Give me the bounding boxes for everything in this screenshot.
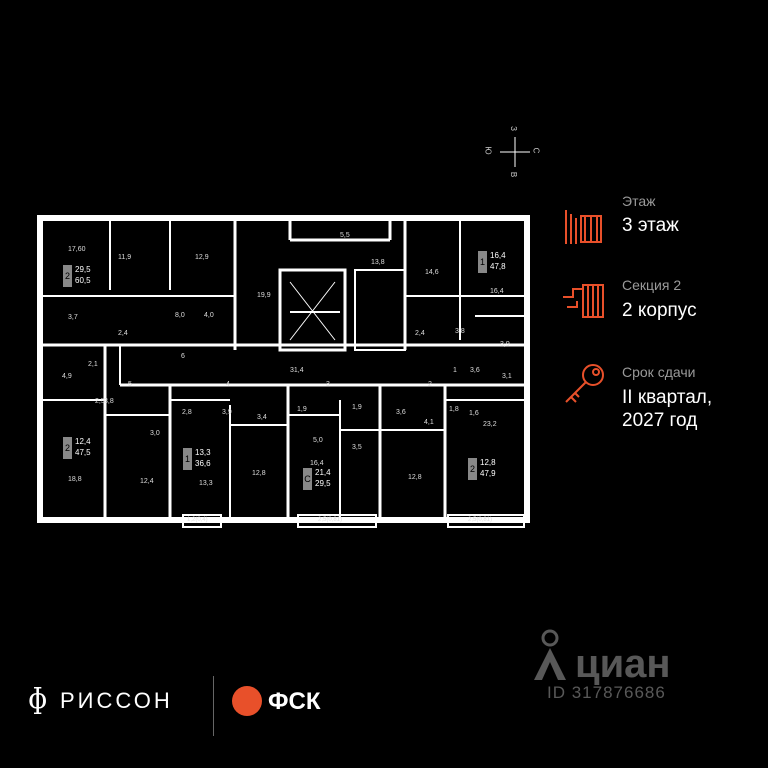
room-area-label: 13,3 <box>199 480 213 487</box>
floor-icon <box>565 210 602 244</box>
floor-label: Этаж <box>622 193 656 209</box>
compass-n: З <box>508 126 518 131</box>
logo-divider <box>213 676 214 736</box>
apartment-rooms: 2 <box>63 265 72 287</box>
room-area-label: 3,6 <box>396 409 406 416</box>
room-area-label: 13,8 <box>371 259 385 266</box>
apartment-total-area: 29,5 <box>315 479 331 488</box>
apartment-total-area: 60,5 <box>75 276 91 285</box>
room-area-label: 5,5 <box>340 232 350 239</box>
apartment-total-area: 47,5 <box>75 448 91 457</box>
compass-e: С <box>531 147 541 154</box>
deadline-label: Срок сдачи <box>622 364 696 380</box>
balcony-area-label: 2,5(0,81) <box>318 517 343 523</box>
riss-glyph-icon: ɸ <box>28 682 48 715</box>
room-area-label: 1,9 <box>352 404 362 411</box>
room-area-label: 12,8 <box>408 474 422 481</box>
section-icon <box>563 284 604 318</box>
room-area-label: 4,1 <box>424 419 434 426</box>
room-area-label: 3,9 <box>222 409 232 416</box>
room-area-label: 1,6 <box>469 410 479 417</box>
room-area-label: 12,9 <box>195 254 209 261</box>
apartment-living-area: 13,3 <box>195 448 211 457</box>
room-area-label: 8,0 <box>175 312 185 319</box>
fsk-mark-icon <box>232 686 262 716</box>
room-area-label: 2 <box>428 381 432 388</box>
brand-left-text: РИССОН <box>60 688 173 713</box>
apartment-living-area: 12,8 <box>480 458 496 467</box>
room-area-label: 4,9 <box>62 373 72 380</box>
compass-s: В <box>509 171 519 178</box>
cian-pin-icon <box>534 629 566 680</box>
apartment-total-area: 47,9 <box>480 469 496 478</box>
room-area-label: 11,9 <box>118 254 132 261</box>
room-area-label: 1,8 <box>449 406 459 413</box>
apartment-living-area: 21,4 <box>315 468 331 477</box>
room-area-label: 5,0 <box>313 437 323 444</box>
apartment-living-area: 12,4 <box>75 437 91 446</box>
room-area-label: 2,4 <box>118 330 128 337</box>
key-icon <box>565 364 604 403</box>
room-area-label: 3,6 <box>470 367 480 374</box>
room-area-label: 2,5 <box>95 398 105 405</box>
apartment-rooms: 2 <box>468 458 477 480</box>
room-area-label: 2,8 <box>182 409 192 416</box>
apartment-living-area: 29,5 <box>75 265 91 274</box>
compass-w: Ю <box>483 146 493 155</box>
apartment-rooms: 1 <box>183 448 192 470</box>
deadline-line2: 2027 год <box>622 410 698 431</box>
room-area-label: 3,7 <box>68 314 78 321</box>
room-area-label: 1 <box>453 367 457 374</box>
apartment-rooms: 2 <box>63 437 72 459</box>
room-area-label: 16,4 <box>490 288 504 295</box>
room-area-label: 3,4 <box>257 414 267 421</box>
watermark-id: ID 317876686 <box>547 683 666 702</box>
floor-value: 3 этаж <box>622 215 679 236</box>
watermark-name: циан <box>575 642 671 686</box>
room-area-label: 3 <box>326 381 330 388</box>
room-area-label: 16,4 <box>310 460 324 467</box>
room-area-label: 3,5 <box>352 444 362 451</box>
room-area-label: 3,0 <box>150 430 160 437</box>
room-area-label: 17,60 <box>68 246 86 253</box>
room-area-label: 3,8 <box>455 328 465 335</box>
room-area-label: 23,2 <box>483 421 497 428</box>
apartment-total-area: 47,8 <box>490 262 506 271</box>
room-area-label: 3,1 <box>502 373 512 380</box>
room-area-label: 3,9 <box>500 341 510 348</box>
room-area-label: 6 <box>181 353 185 360</box>
apartment-living-area: 16,4 <box>490 251 506 260</box>
apartment-rooms: С <box>303 468 312 490</box>
room-area-label: 18,8 <box>68 476 82 483</box>
room-area-label: 2,1 <box>88 361 98 368</box>
section-label: Секция 2 <box>622 277 682 293</box>
balcony-area-label: 1,2(0,4) <box>187 517 208 523</box>
brand-right-text: ФСК <box>268 688 321 715</box>
room-area-label: 4,0 <box>204 312 214 319</box>
room-area-label: 3,8 <box>104 398 114 405</box>
room-area-label: 2,4 <box>415 330 425 337</box>
room-area-label: 12,8 <box>252 470 266 477</box>
room-area-label: 5 <box>128 381 132 388</box>
balcony-area-label: 2,5(0,81) <box>468 517 493 523</box>
room-area-label: 31,4 <box>290 367 304 374</box>
section-value: 2 корпус <box>622 300 697 321</box>
apartment-rooms: 1 <box>478 251 487 273</box>
room-area-label: 1,9 <box>297 406 307 413</box>
apartment-total-area: 36,6 <box>195 459 211 468</box>
room-area-label: 14,6 <box>425 269 439 276</box>
deadline-line1: II квартал, <box>622 387 713 408</box>
room-area-label: 19,9 <box>257 292 271 299</box>
room-area-label: 12,4 <box>140 478 154 485</box>
room-area-label: 4 <box>226 381 230 388</box>
